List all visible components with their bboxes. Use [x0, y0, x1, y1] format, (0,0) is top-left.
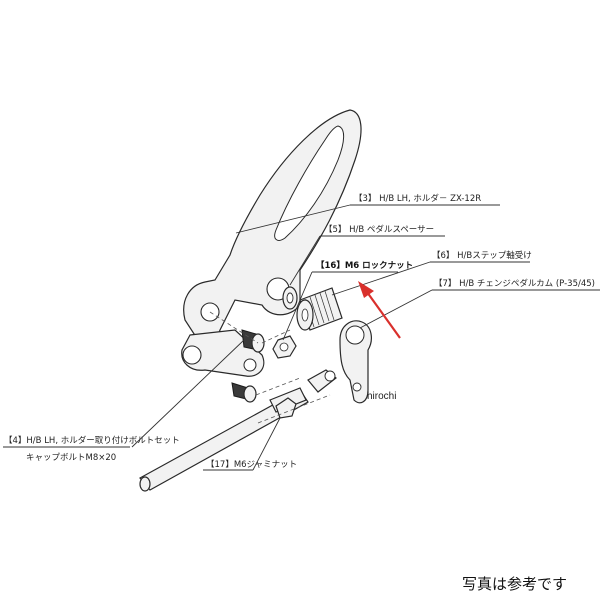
label-pedal-spacer: 【5】 H/B ペダルスペーサー: [324, 224, 434, 235]
red-arrow: [358, 281, 401, 339]
assembly-lines: [209, 311, 331, 424]
label-lock-nut: 【16】M6 ロックナット: [316, 260, 413, 271]
label-bolt-set-line2: キャップボルトM8×20: [26, 453, 116, 463]
label-bolt-set-line1: 【4】H/B LH, ホルダー取り付けボルトセット: [4, 435, 180, 446]
leader-lines: [3, 204, 600, 471]
label-step-shaft: 【6】 H/Bステップ軸受け: [432, 250, 532, 261]
label-m6-nut: 【17】M6ジャミナット: [206, 460, 297, 470]
holder-plate: [181, 109, 362, 377]
linkage-rod: [139, 369, 337, 492]
watermark: hirochi: [367, 391, 396, 402]
label-change-cam: 【7】 H/B チェンジペダルカム (P-35/45): [434, 278, 595, 289]
lock-nut: [272, 335, 297, 359]
caption: 写真は参考です: [462, 575, 568, 593]
cap-bolt-lower: [231, 382, 257, 403]
label-holder: 【3】 H/B LH, ホルダ－ ZX-12R: [354, 193, 481, 204]
change-pedal-cam: [339, 320, 372, 404]
step-shaft-bearing: [296, 287, 343, 331]
pedal-spacer: [282, 286, 298, 310]
